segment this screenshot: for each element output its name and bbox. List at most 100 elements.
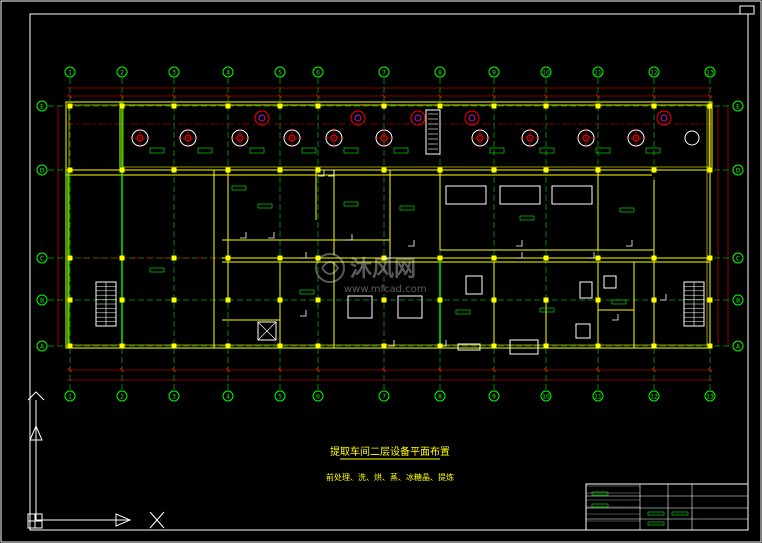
axis-label: 13 (706, 70, 714, 77)
axis-label: E (40, 104, 44, 111)
dimension-tick (595, 93, 601, 99)
reactor-equipment-icon (230, 128, 265, 154)
axis-bubble-right: B (732, 294, 744, 306)
pump-equipment-icon (410, 110, 426, 126)
reactor-equipment-icon (470, 128, 505, 154)
process-equipment-icon (397, 295, 423, 319)
corner-marker-icon[interactable] (739, 5, 755, 15)
axis-bubble (704, 390, 716, 402)
process-equipment-icon (603, 275, 617, 289)
column (225, 167, 231, 173)
tank-equipment-icon (684, 130, 700, 146)
reactor-equipment-icon (576, 128, 611, 154)
dimension-tick (437, 367, 443, 373)
title-block (585, 483, 749, 531)
axis-bubble-bottom: 5 (274, 390, 286, 402)
column (437, 255, 443, 261)
axis-label: 13 (706, 394, 714, 401)
column (491, 255, 497, 261)
upper-bay-wall (119, 101, 713, 171)
process-equipment-icon (465, 275, 483, 295)
axis-label: E (736, 104, 740, 111)
axis-label: 3 (172, 70, 176, 77)
column (595, 255, 601, 261)
equipment-tag-box (645, 147, 661, 154)
stair-right (683, 281, 705, 327)
axis-bubble-left: A (36, 340, 48, 352)
axis-bubble (540, 66, 552, 78)
axis-label: 12 (650, 394, 658, 401)
axis-bubble (274, 66, 286, 78)
column (67, 255, 73, 261)
dimension-tick (67, 367, 73, 373)
column (315, 103, 321, 109)
axis-bubble (116, 66, 128, 78)
axis-bubble (378, 66, 390, 78)
column (67, 297, 73, 303)
column (119, 343, 125, 349)
upper-bay-wall-inner (122, 104, 710, 168)
door-icon (388, 340, 395, 347)
axis-bubble-right: A (732, 340, 744, 352)
column (277, 255, 283, 261)
axis-bubble (592, 390, 604, 402)
axis-label: 8 (438, 394, 442, 401)
axis-bubble-right: D (732, 164, 744, 176)
room-label-mark (619, 207, 635, 213)
door-icon (516, 252, 523, 259)
room-label-mark (611, 299, 627, 305)
axis-bubble (732, 340, 744, 352)
axis-bubble-bottom: 1 (64, 390, 76, 402)
dimension-tick (225, 93, 231, 99)
axis-label: 3 (172, 394, 176, 401)
equipment-tag-box (393, 147, 409, 154)
door-icon (440, 340, 447, 347)
axis-label: 6 (316, 70, 320, 77)
axis-bubble (36, 294, 48, 306)
pump-equipment-icon (254, 110, 270, 126)
dimension-tick (381, 93, 387, 99)
process-equipment-icon (551, 185, 593, 205)
axis-label: B (40, 298, 44, 305)
axis-bubble-bottom: 13 (704, 390, 716, 402)
axis-bubble (732, 252, 744, 264)
column (277, 103, 283, 109)
column (67, 343, 73, 349)
axis-bubble-top: 10 (540, 66, 552, 78)
axis-bubble-bottom: 12 (648, 390, 660, 402)
axis-bubble (732, 294, 744, 306)
dimension-tick (277, 93, 283, 99)
dimension-tick (437, 93, 443, 99)
column (437, 167, 443, 173)
axis-bubble (540, 390, 552, 402)
column (595, 343, 601, 349)
axis-bubble-top: 7 (378, 66, 390, 78)
axis-bubble (312, 390, 324, 402)
axis-label: D (736, 168, 741, 175)
process-equipment-icon (579, 281, 593, 299)
dimension-tick (543, 367, 549, 373)
column (651, 103, 657, 109)
title-block-field (591, 503, 609, 508)
pump-equipment-icon (656, 110, 672, 126)
pump-equipment-icon (464, 110, 480, 126)
axis-label: 2 (120, 394, 124, 401)
process-equipment-icon (509, 339, 539, 355)
column (119, 167, 125, 173)
column (171, 297, 177, 303)
column (225, 343, 231, 349)
dimension-tick (119, 93, 125, 99)
equipment-tag-box (539, 147, 555, 154)
door-icon (240, 232, 247, 239)
room-label-mark (231, 185, 247, 191)
column (225, 297, 231, 303)
column (171, 167, 177, 173)
axis-label: A (736, 344, 741, 351)
axis-label: 5 (278, 394, 282, 401)
drawing-subtitle: 前处理、洗、烘、蒸、冰糖晶、提炼 (326, 472, 454, 482)
dimension-tick (225, 367, 231, 373)
axis-bubble-bottom: 3 (168, 390, 180, 402)
axis-bubble (36, 252, 48, 264)
axis-bubble (648, 66, 660, 78)
